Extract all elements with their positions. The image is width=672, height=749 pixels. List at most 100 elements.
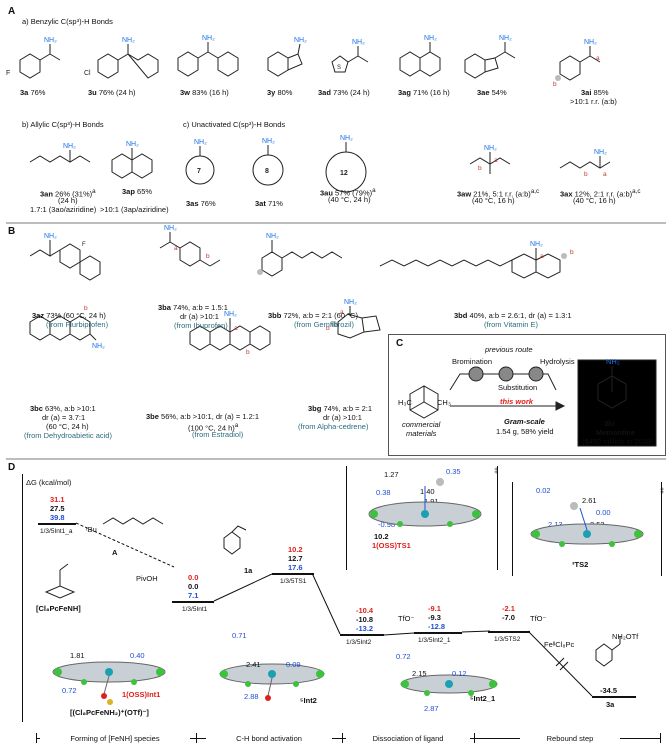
panel-a-letter: A: [8, 6, 16, 17]
label-3bg-dr: dr (a) >10:1: [323, 413, 362, 422]
svg-text:NH₂: NH₂: [352, 39, 365, 46]
unactivated-header: c) Unactivated C(sp³)-H Bonds: [183, 120, 286, 129]
ts2-level: [488, 631, 530, 633]
stage-tick-2: [196, 733, 197, 743]
svg-text:NH₂: NH₂: [344, 299, 357, 306]
label-3be-cond: (100 °C, 24 h)a: [188, 422, 239, 433]
int2-dist-1: 0.71: [232, 631, 247, 640]
label-3aw: 3aw 21%, 5:1 r.r. (a:b)a,c: [457, 188, 540, 199]
ts2-dist-1: 0.02: [536, 486, 551, 495]
svg-text:a: a: [540, 253, 544, 260]
int1-label: 1/3/5Int1: [182, 606, 208, 613]
product-3a-energy: -34.5: [600, 686, 618, 695]
label-3an-time: (24 h): [58, 196, 78, 205]
this-work-label: this work: [500, 397, 533, 406]
int2-structure: [219, 663, 325, 701]
ts1-label: 1/3/5TS1: [280, 578, 307, 585]
int1a-v3: 39.8: [50, 513, 65, 522]
svg-text:NH₂: NH₂: [92, 343, 105, 350]
int2-1-structure: [400, 674, 498, 696]
int1-complex-label: [(Cl₈PcFeNH₂)⁺(OTf)⁻]: [70, 708, 149, 717]
int2-int21-connector: [383, 632, 415, 636]
int1a-v1: 31.1: [50, 495, 65, 504]
ts1-v1: 10.2: [288, 545, 303, 554]
label-3an: 3an 26% (31%)a: [40, 188, 96, 199]
int1-level: [172, 601, 214, 603]
label-3be: 3be 56%, a:b >10:1, dr (a) = 1.2:1: [146, 412, 260, 421]
substrate-1a-structure: [223, 525, 247, 555]
ts1-int2-connector: [311, 572, 341, 635]
int1a-label: 1/3/5Int1_a: [40, 528, 73, 535]
source-3bc: (from Dehydroabietic acid): [24, 431, 112, 440]
label-3ag: 3ag 71% (16 h): [398, 88, 450, 97]
label-3ap: 3ap 65%: [122, 187, 153, 196]
label-3au-cond: (40 °C, 24 h): [328, 195, 371, 204]
label-3bc: 3bc 63%, a:b >10:1: [30, 404, 96, 413]
int1-ts1-connector: [213, 573, 273, 602]
materials-label: materials: [406, 429, 437, 438]
int2-1-label: 1/3/5Int2_1: [418, 637, 451, 644]
stage-dissociation: Dissociation of ligand: [346, 734, 470, 743]
svg-text:NH₂: NH₂: [484, 145, 497, 152]
svg-text:a: a: [494, 157, 498, 164]
svg-text:NH₂: NH₂: [126, 141, 139, 148]
stage-ch-activation: C-H bond activation: [206, 734, 332, 743]
benzylic-header: a) Benzylic C(sp³)-H Bonds: [22, 17, 113, 26]
ts2-dist-2: 2.61: [582, 496, 597, 505]
ts2-box-label: ³TS2: [572, 560, 589, 569]
label-3bd: 3bd 40%, a:b = 2.6:1, dr (a) = 1.3:1: [454, 311, 572, 320]
svg-text:NH₂: NH₂: [424, 35, 437, 42]
svg-text:b: b: [206, 253, 210, 260]
ts2-v1: -2.1: [502, 604, 515, 613]
ts1-dist-2: 0.35: [446, 467, 461, 476]
tfo-2: TfO⁻: [530, 614, 547, 623]
panel-c-scheme: [409, 359, 657, 447]
label-3ax-cond: (40 °C, 16 h): [573, 196, 616, 205]
int2-v3: -13.2: [356, 624, 374, 633]
svg-text:NH₂: NH₂: [122, 37, 135, 44]
label-3a: 3a 76%: [20, 88, 46, 97]
label-3ba-dr: dr (a) >10:1: [180, 312, 219, 321]
svg-text:12: 12: [340, 170, 348, 177]
int2-dist-3: 0.09: [286, 660, 301, 669]
svg-text:NH₂: NH₂: [262, 138, 275, 145]
int1-dist-2: 0.40: [130, 651, 145, 660]
ts1-bracket-box: [346, 466, 498, 570]
hydrolysis-label: Hydrolysis: [540, 357, 575, 366]
separator-bd: [6, 458, 666, 460]
int2-dist-4: 2.88: [244, 692, 259, 701]
product-price: ($450 million in 2018): [582, 437, 654, 446]
label-3ai-rr: >10:1 r.r. (a:b): [570, 97, 617, 106]
int2-1-v2: -9.3: [428, 613, 441, 622]
ts1-dist-6: -0.98: [378, 520, 396, 529]
svg-text:NH₂: NH₂: [294, 37, 307, 44]
product-nh2: NH₂: [606, 357, 620, 366]
reagent-a-structure: [102, 517, 164, 525]
panel-d-letter: D: [8, 462, 16, 473]
svg-text:b: b: [584, 171, 588, 178]
svg-text:F: F: [6, 70, 10, 77]
source-3az: (from Flurbiprofen): [46, 320, 109, 329]
substrate-1a-label: 1a: [244, 566, 253, 575]
ts1-dist-1: 1.27: [384, 470, 399, 479]
int2-level: [340, 634, 384, 636]
pivoh-label: PivOH: [136, 574, 158, 583]
label-3u: 3u 76% (24 h): [88, 88, 136, 97]
label-3au: 3au 57% (79%)a: [320, 187, 376, 198]
product-nh-otf: NH₂OTf: [612, 632, 639, 641]
label-3bc-cond: (60 °C, 24 h): [46, 422, 89, 431]
int2-1-level: [414, 632, 462, 634]
int1a-v2: 27.5: [50, 504, 65, 513]
svg-text:Cl: Cl: [84, 70, 91, 77]
panel-b-letter: B: [8, 226, 16, 237]
svg-text:7: 7: [197, 168, 201, 175]
int2-1-dist-3: 0.12: [452, 669, 467, 678]
fe-product-label: FeᴵᴵCl₈Pc: [544, 640, 575, 649]
svg-text:NH₂: NH₂: [44, 233, 57, 240]
label-3bc-dr: dr (a) = 3.7:1: [42, 413, 86, 422]
svg-text:NH₂: NH₂: [164, 225, 177, 232]
stage-tick-3: [342, 733, 343, 743]
